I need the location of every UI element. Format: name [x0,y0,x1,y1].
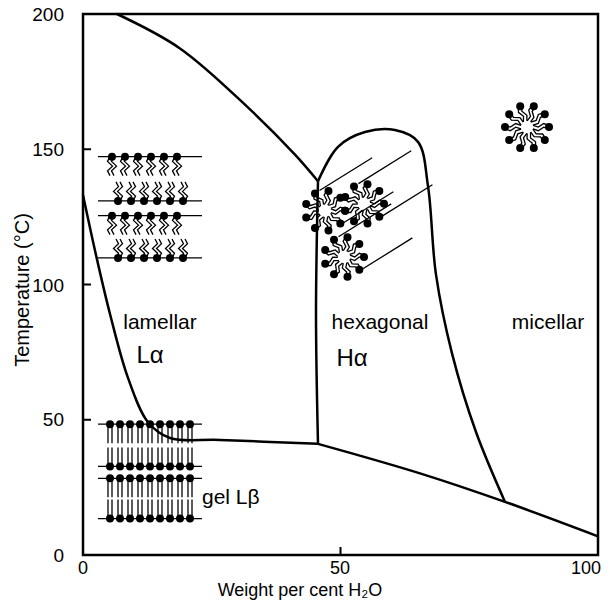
gel-bilayers [98,420,202,522]
phase-boundary [318,129,505,502]
tick-label: 0 [78,559,88,577]
phase-boundary [117,14,318,181]
tick-label: 100 [571,559,601,577]
tick-label: 150 [32,139,64,158]
spherical-micelle [501,102,553,152]
phase-label: lamellar [123,310,197,331]
tick-label: 0 [53,546,64,565]
phase-symbol: Lα [136,343,163,367]
phase-label: gel Lβ [202,485,260,506]
axis-title: Weight per cent H₂O [218,581,383,599]
phase-symbol: Hα [336,346,367,370]
molecule-sketches [98,102,553,522]
tick-label: 50 [330,559,350,577]
phase-boundaries [83,14,598,536]
phase-boundary [83,195,318,444]
phase-label: micellar [512,310,584,331]
tick-label: 50 [43,410,64,429]
tick-label: 200 [32,5,64,24]
phase-label: hexagonal [332,310,429,331]
axis-ticks [83,149,341,555]
phase-boundary [318,444,598,536]
tick-label: 100 [32,275,64,294]
axis-title: Temperature (°C) [12,213,32,367]
hexagonal-cylinders [302,151,432,281]
plot-frame [83,14,598,555]
lamellar-bilayers [98,153,202,262]
